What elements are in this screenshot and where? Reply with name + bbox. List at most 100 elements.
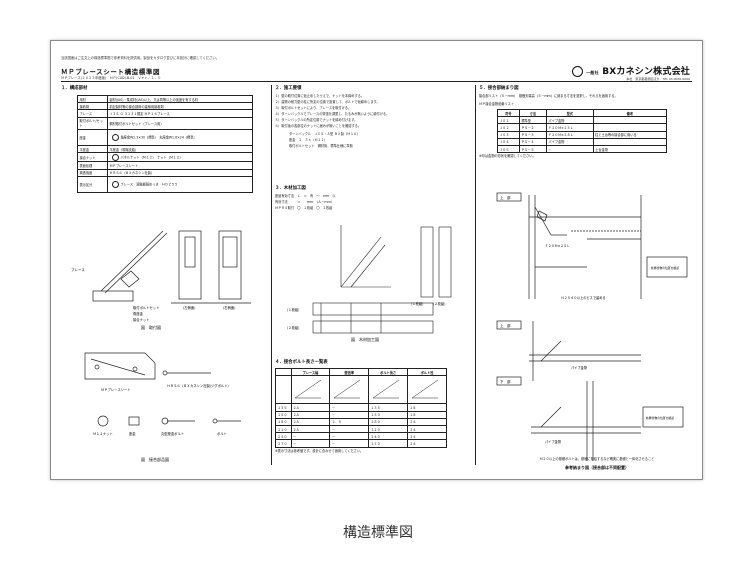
label-lower: 下 部 (500, 379, 511, 384)
label-left-note: Ｆ２０Ｍ×２５Ｌ (545, 244, 570, 248)
label-side-note-upper: 柱脚金物の位置を確認 (651, 266, 679, 270)
procedure-step: ６）取付後の各部位のナットに緩みが無いことを確認する。 (275, 124, 362, 128)
procedure-step: ５）ターンバックルの所定位置でナットを締め付けます。 (275, 118, 358, 122)
spec-line: 座金 ２．３ｔ（Ｍ１２） (289, 138, 328, 142)
section-wood-processing: ３．木材加工図 座屈有効寸法 Ｌ ＝ 有 ～ ｍｍ 以 有効寸法 ＝ ｍｍ （Ａ… (275, 185, 465, 211)
top-note: 当該図面はご注文上の構造標準図で参考資料を提供用。製品をカタログ並びに本設計に確… (61, 56, 220, 60)
brace-line (100, 230, 164, 292)
table-row: 座金角座金W2.3×30（標準） 丸座金W1.6×24（標準） (77, 128, 253, 146)
procedure-specs: ターンバックル ＪＩＳ・Ａ型 ＢＸ製（Ｍ１６） 座金 ２．３ｔ（Ｍ１２） 取付ボ… (289, 131, 465, 149)
plate-shape (120, 270, 140, 288)
section-heading-bolts: ４．接合ボルト長さ一覧表 (275, 360, 328, 365)
table-row: 接合ナットパネルナット（Ｍ１２） ナット（Ｍ１２） (77, 152, 253, 163)
drawing-sheet: 当該図面はご注文上の構造標準図で参考資料を提供用。製品をカタログ並びに本設計に確… (50, 40, 703, 480)
fig-caption-parts: 図 接合部品図 (141, 456, 169, 462)
label-upper-2: 上 部 (500, 323, 511, 328)
table-row (275, 375, 447, 405)
bolt-diagram (333, 380, 361, 399)
radio-icon (111, 133, 119, 141)
install-figure: ブレース 取付ボルトセット 角座金 接合ナット （左側面） （右側面） 図 取付… (71, 230, 251, 330)
label-hrs: ＨＲＳ６（ＢＸカネシン社製/ジグボルト） (167, 383, 231, 388)
bolt-diagram (411, 380, 438, 399)
label-h2: （２枚組） (285, 325, 301, 330)
spec-line: 取付ボルトセット 鋼材用、標準仕様に準拠 (289, 144, 353, 148)
mp-sheet-shape (84, 352, 156, 380)
label-box-upper (496, 192, 522, 202)
wood-line: ＭＰＲＳ取付 〇 １枚組 〇 ２枚組 (275, 206, 333, 210)
table-row: 接着剤前記製材等の接合部用の建築用接着剤 (77, 102, 253, 111)
section-heading-procedure: ２．施工要領 (275, 86, 302, 91)
procedure-step: ２）建物の耐力壁の柱に所定の位置で設置して、ボルトで仮締めします。 (275, 100, 380, 104)
label-m12: Ｍ１２ナット (93, 431, 113, 436)
joints-bottom-note: Ｍ２０以上の基礎ボルトは、基礎に緊結するなど確実に基礎と一体化させること (539, 457, 655, 461)
label-pipe2: パイプ金物 (545, 439, 562, 444)
section-procedure: ２．施工要領 １）壁の取付位置に仮止めしたうえで、ナットを本締めする。 ２）建物… (275, 85, 465, 149)
column-divider (271, 85, 272, 465)
upper-joint-figure: 上 部 Ｆ２０Ｍ×２５Ｌ 柱脚金物の位置を確認 Ｎ２５４０以上のビスで留める (496, 192, 688, 300)
document-title: ＭＰブレースシート構造標準図 (61, 68, 161, 76)
radio-icon (111, 180, 119, 188)
label-left-view: （左側面） (181, 305, 197, 310)
label-pin: ボルト (217, 431, 227, 436)
bolt-table-footnote: ※表示寸法は参考値です。設計に合わせて適用してください。 (275, 448, 364, 453)
fig-caption-install: 図 取付図 (141, 324, 161, 330)
side-view-right (218, 230, 242, 300)
label-upper: 上 部 (500, 195, 511, 200)
procedure-step: ４）ターンバックルでブレースの緊張を調整し、たるみが無いように締付ける。 (275, 112, 390, 116)
section-heading-joints: ５．接合部納まり図 (479, 86, 519, 91)
components-table: 用材製材(JAS)・集成材(JAS)以上、又は同等以上の強度を有する材 接着剤前… (77, 94, 253, 193)
procedure-step: １）壁の取付位置に仮止めしたうえで、ナットを本締めする。 (275, 94, 365, 98)
label-v2: （２枚組） (431, 301, 447, 306)
wood-line: 座屈有効寸法 Ｌ ＝ 有 ～ ｍｍ 以 (275, 194, 336, 198)
table-header-row: 符号 寸法 型式 備考 (497, 108, 668, 118)
wood-line: 有効寸法 ＝ ｍｍ （Ａ－ｍｍ） (275, 200, 334, 204)
section-joints: ５．接合部納まり図 接合部リスト（５－ｍｍ） 基礎天端高（５－ｍｍ）に納まる寸法… (479, 85, 691, 158)
section-heading-components: １．構成部材 (61, 86, 88, 91)
label-box-lower (496, 376, 522, 386)
document-subtitle: ＭＰブレース(２０２３年度版) ＭＰ(CAD)-B-01 Ｖｅｒ．１．０ (61, 76, 161, 80)
bracket-shape (536, 210, 548, 222)
label-set-bolt-part: 丸型座金ボルト (161, 431, 184, 436)
anchor-note-box (646, 256, 688, 278)
header-rule (61, 81, 692, 82)
parts-figure: ＭＰブレースシート ＨＲＳ６（ＢＸカネシン社製/ジグボルト） Ｍ１２ナット 座金… (84, 352, 241, 462)
fig-caption-wood: 図 木材加工図 (351, 336, 379, 342)
label-pipe: パイプ金物 (571, 365, 588, 370)
table-row: 取付ボルト/セット鋼材取付ボルトセット（ブレース用） (77, 116, 253, 130)
radio-icon (111, 153, 119, 161)
label-mid-note: Ｎ２５４０以上のビスで留める (561, 295, 606, 300)
joints-table-note: ※印は金物の形状を確認してください。 (479, 154, 536, 159)
procedure-step: ３）取付ボルトセットにより、ブレースを取付ける。 (275, 106, 352, 110)
label-right-view: （右側面） (221, 305, 237, 310)
label-set-bolt: 取付ボルトセット (133, 305, 159, 310)
sill-beam (92, 290, 134, 302)
brand-mark-icon (572, 66, 584, 77)
washer-shape (128, 416, 140, 426)
column-divider (475, 85, 476, 465)
wood-processing-figure: （１枚組） （２枚組） （１枚組） （２枚組） 図 木材加工図 (285, 225, 452, 342)
joints-reference-caption: 参考納まり図（接合部は不同配置） (565, 465, 629, 470)
nut-shape (97, 415, 109, 427)
bolt-diagram (294, 380, 322, 399)
joints-intro: 接合部リスト（５－ｍｍ） 基礎天端高（５－ｍｍ）に納まる寸法を選択し、それらを適… (479, 94, 618, 98)
brand-name: BXカネシン株式会社 (602, 67, 690, 77)
label-box-mid (496, 320, 522, 330)
brand-logo: 一般社 BXカネシン株式会社 (572, 64, 690, 77)
label-washer-part: 座金 (129, 431, 136, 436)
beam-1 (312, 302, 434, 316)
label-h1: （１枚組） (285, 307, 301, 312)
section-heading-wood: ３．木材加工図 (275, 186, 306, 191)
side-view-left (178, 230, 202, 300)
label-v1: （１枚組） (409, 301, 425, 306)
label-nut: 接合ナット (133, 317, 149, 322)
table-row: 用材製材(JAS)・集成材(JAS)以上、又は同等以上の強度を有する材 (77, 94, 253, 104)
